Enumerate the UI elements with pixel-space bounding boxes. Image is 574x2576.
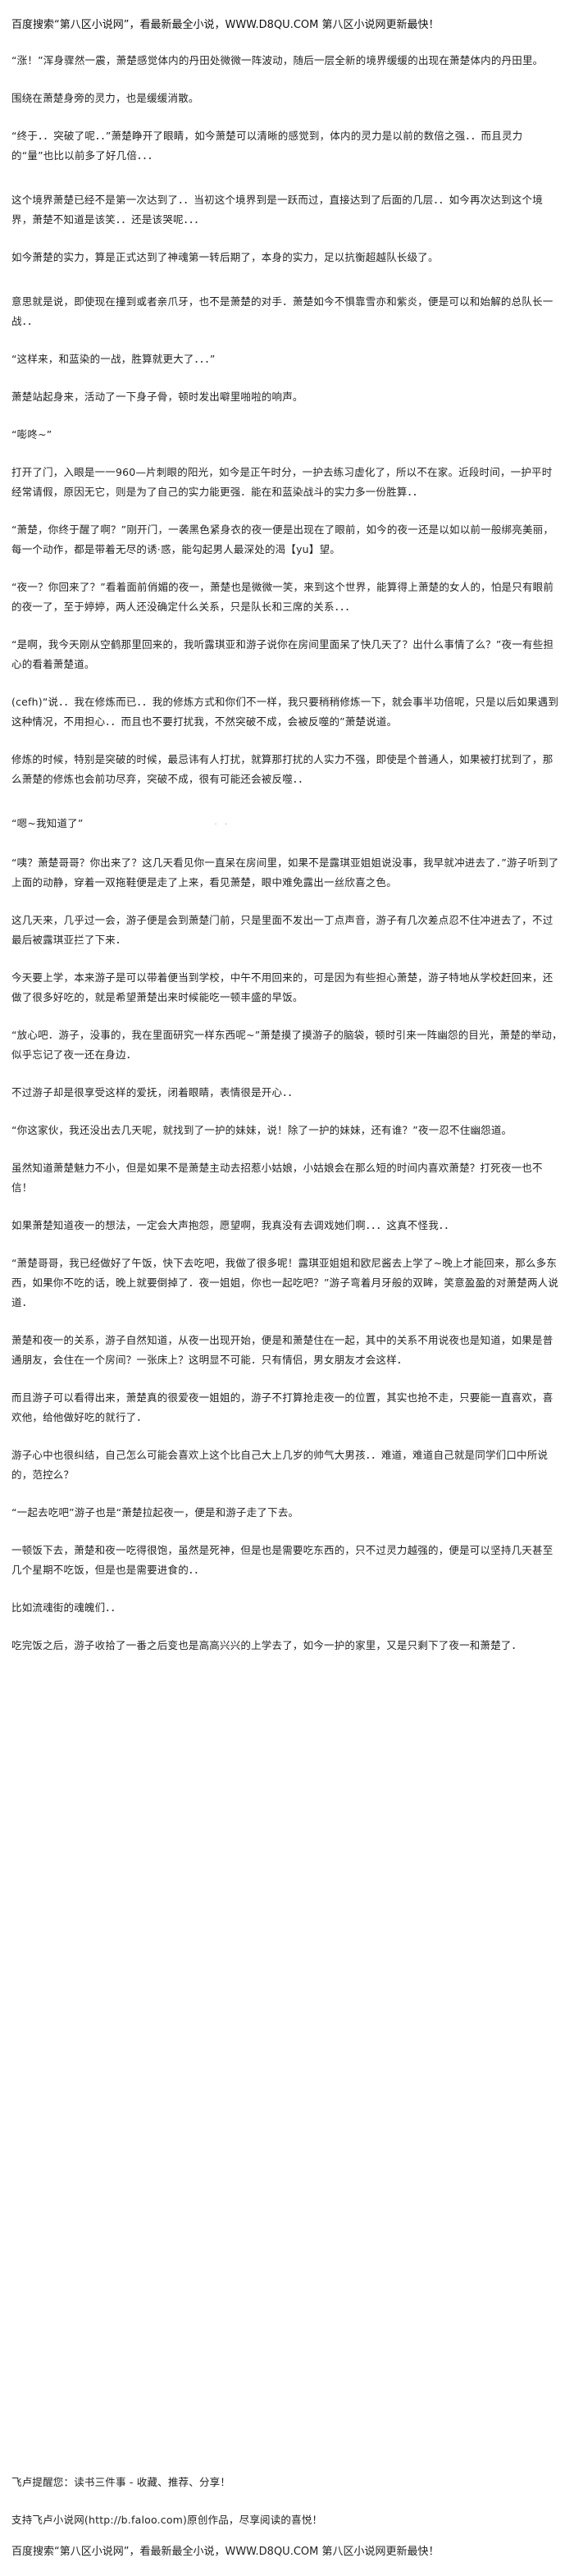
decorative-dots: · · — [214, 820, 230, 829]
top-banner: 百度搜索“第八区小说网”，看最新最全小说，WWW.D8QU.COM 第八区小说网… — [11, 19, 440, 31]
paragraph: “咦？萧楚哥哥？你出来了？这几天看见你一直呆在房间里，如果不是露琪亚姐姐说没事，… — [11, 856, 559, 888]
paragraph: 修炼的时候，特别是突破的时候，最忌讳有人打扰，就算那打扰的人实力不强，即使是个普… — [11, 753, 554, 785]
paragraph: 吃完饭之后，游子收拾了一番之后变也是高高兴兴的上学去了，如今一护的家里，又是只剩… — [11, 1639, 522, 1651]
paragraph: “夜一？你回来了？”看着面前俏媚的夜一，萧楚也是微微一笑，来到这个世界，能算得上… — [11, 581, 554, 613]
paragraph: 如今萧楚的实力，算是正式达到了神魂第一转后期了，本身的实力，足以抗衡超越队长级了… — [11, 251, 439, 263]
paragraph: “萧楚哥哥，我已经做好了午饭，快下去吃吧，我做了很多呢！露琪亚姐姐和欧尼酱去上学… — [11, 1257, 559, 1309]
paragraph: “你这家伙，我还没出去几天呢，就找到了一护的妹妹，说！除了一护的妹妹，还有谁？”… — [11, 1124, 512, 1136]
paragraph: “这样来，和蓝染的一战，胜算就更大了．．．” — [11, 353, 216, 365]
footer-tip: 飞卢提醒您：读书三件事 - 收藏、推荐、分享！ — [11, 2476, 231, 2488]
paragraph: “萧楚，你终于醒了啊？”刚开门，一袭黑色紧身衣的夜一便是出现在了眼前，如今的夜一… — [11, 523, 554, 555]
paragraph: 萧楚和夜一的关系，游子自然知道，从夜一出现开始，便是和萧楚住在一起，其中的关系不… — [11, 1334, 554, 1366]
paragraph: “一起去吃吧”游子也是“萧楚拉起夜一，便是和游子走了下去。 — [11, 1506, 299, 1519]
paragraph: 打开了门，入眼是一一960—片刺眼的阳光，如今是正午时分，一护去练习虚化了，所以… — [11, 466, 553, 498]
paragraph: “是啊，我今天刚从空鹤那里回来的，我听露琪亚和游子说你在房间里面呆了快几天了？出… — [11, 638, 554, 670]
footer: 飞卢提醒您：读书三件事 - 收藏、推荐、分享！ 支持飞卢小说网(http://b… — [11, 2473, 563, 2530]
paragraph: “嘭咚~” — [11, 428, 52, 441]
paragraph: 萧楚站起身来，活动了一下身子骨，顿时发出噼里啪啦的响声。 — [11, 391, 303, 403]
paragraph: “嗯~我知道了”· · — [11, 817, 230, 829]
paragraph: 这几天来，几乎过一会，游子便是会到萧楚门前，只是里面不发出一丁点声音，游子有几次… — [11, 914, 554, 946]
paragraph: 比如流魂街的魂魄们．． — [11, 1601, 121, 1614]
paragraph: 虽然知道萧楚魅力不小，但是如果不是萧楚主动去招惹小姑娘，小姑娘会在那么短的时间内… — [11, 1162, 543, 1194]
paragraph: “涨！”浑身骤然一震，萧楚感觉体内的丹田处微微一阵波动，随后一层全新的境界缓缓的… — [11, 54, 544, 66]
paragraph: 意思就是说，即使现在撞到或者亲爪牙，也不是萧楚的对手．萧楚如今不惧靠雪亦和紫炎，… — [11, 295, 554, 327]
paragraph: (cefh)“说．．我在修炼而已．．我的修炼方式和你们不一样，我只要稍稍修炼一下… — [11, 696, 559, 728]
paragraph: 围绕在萧楚身旁的灵力，也是缓缓消散。 — [11, 92, 199, 104]
paragraph: 游子心中也很纠结，自己怎么可能会喜欢上这个比自己大上几岁的帅气大男孩．．难道，难… — [11, 1449, 549, 1481]
paragraph: 一顿饭下去，萧楚和夜一吃得很饱，虽然是死神，但是也是需要吃东西的，只不过灵力越强… — [11, 1544, 554, 1576]
paragraph: “终于．．突破了呢．．”萧楚睁开了眼睛，如今萧楚可以清晰的感觉到，体内的灵力是以… — [11, 130, 523, 162]
footer-support: 支持飞卢小说网(http://b.faloo.com)原创作品，尽享阅读的喜悦！ — [11, 2514, 323, 2526]
bottom-banner: 百度搜索“第八区小说网”，看最新最全小说，WWW.D8QU.COM 第八区小说网… — [11, 2546, 440, 2558]
paragraph: 今天要上学，本来游子是可以带着便当到学校，中午不用回来的，可是因为有些担心萧楚，… — [11, 971, 554, 1003]
paragraph: 如果萧楚知道夜一的想法，一定会大声抱怨，愿望啊，我真没有去调戏她们啊．．．这真不… — [11, 1219, 455, 1231]
paragraph: “放心吧．游子，没事的，我在里面研究一样东西呢~”萧楚摸了摸游子的脑袋，顿时引来… — [11, 1029, 563, 1061]
paragraph: 而且游子可以看得出来，萧楚真的很爱夜一姐姐的，游子不打算抢走夜一的位置，其实也抢… — [11, 1391, 554, 1423]
paragraph: 这个境界萧楚已经不是第一次达到了．．当初这个境界到是一跃而过，直接达到了后面的几… — [11, 194, 543, 226]
paragraph: 不过游子却是很享受这样的爱抚，闭着眼睛，表情很是开心．． — [11, 1086, 298, 1098]
